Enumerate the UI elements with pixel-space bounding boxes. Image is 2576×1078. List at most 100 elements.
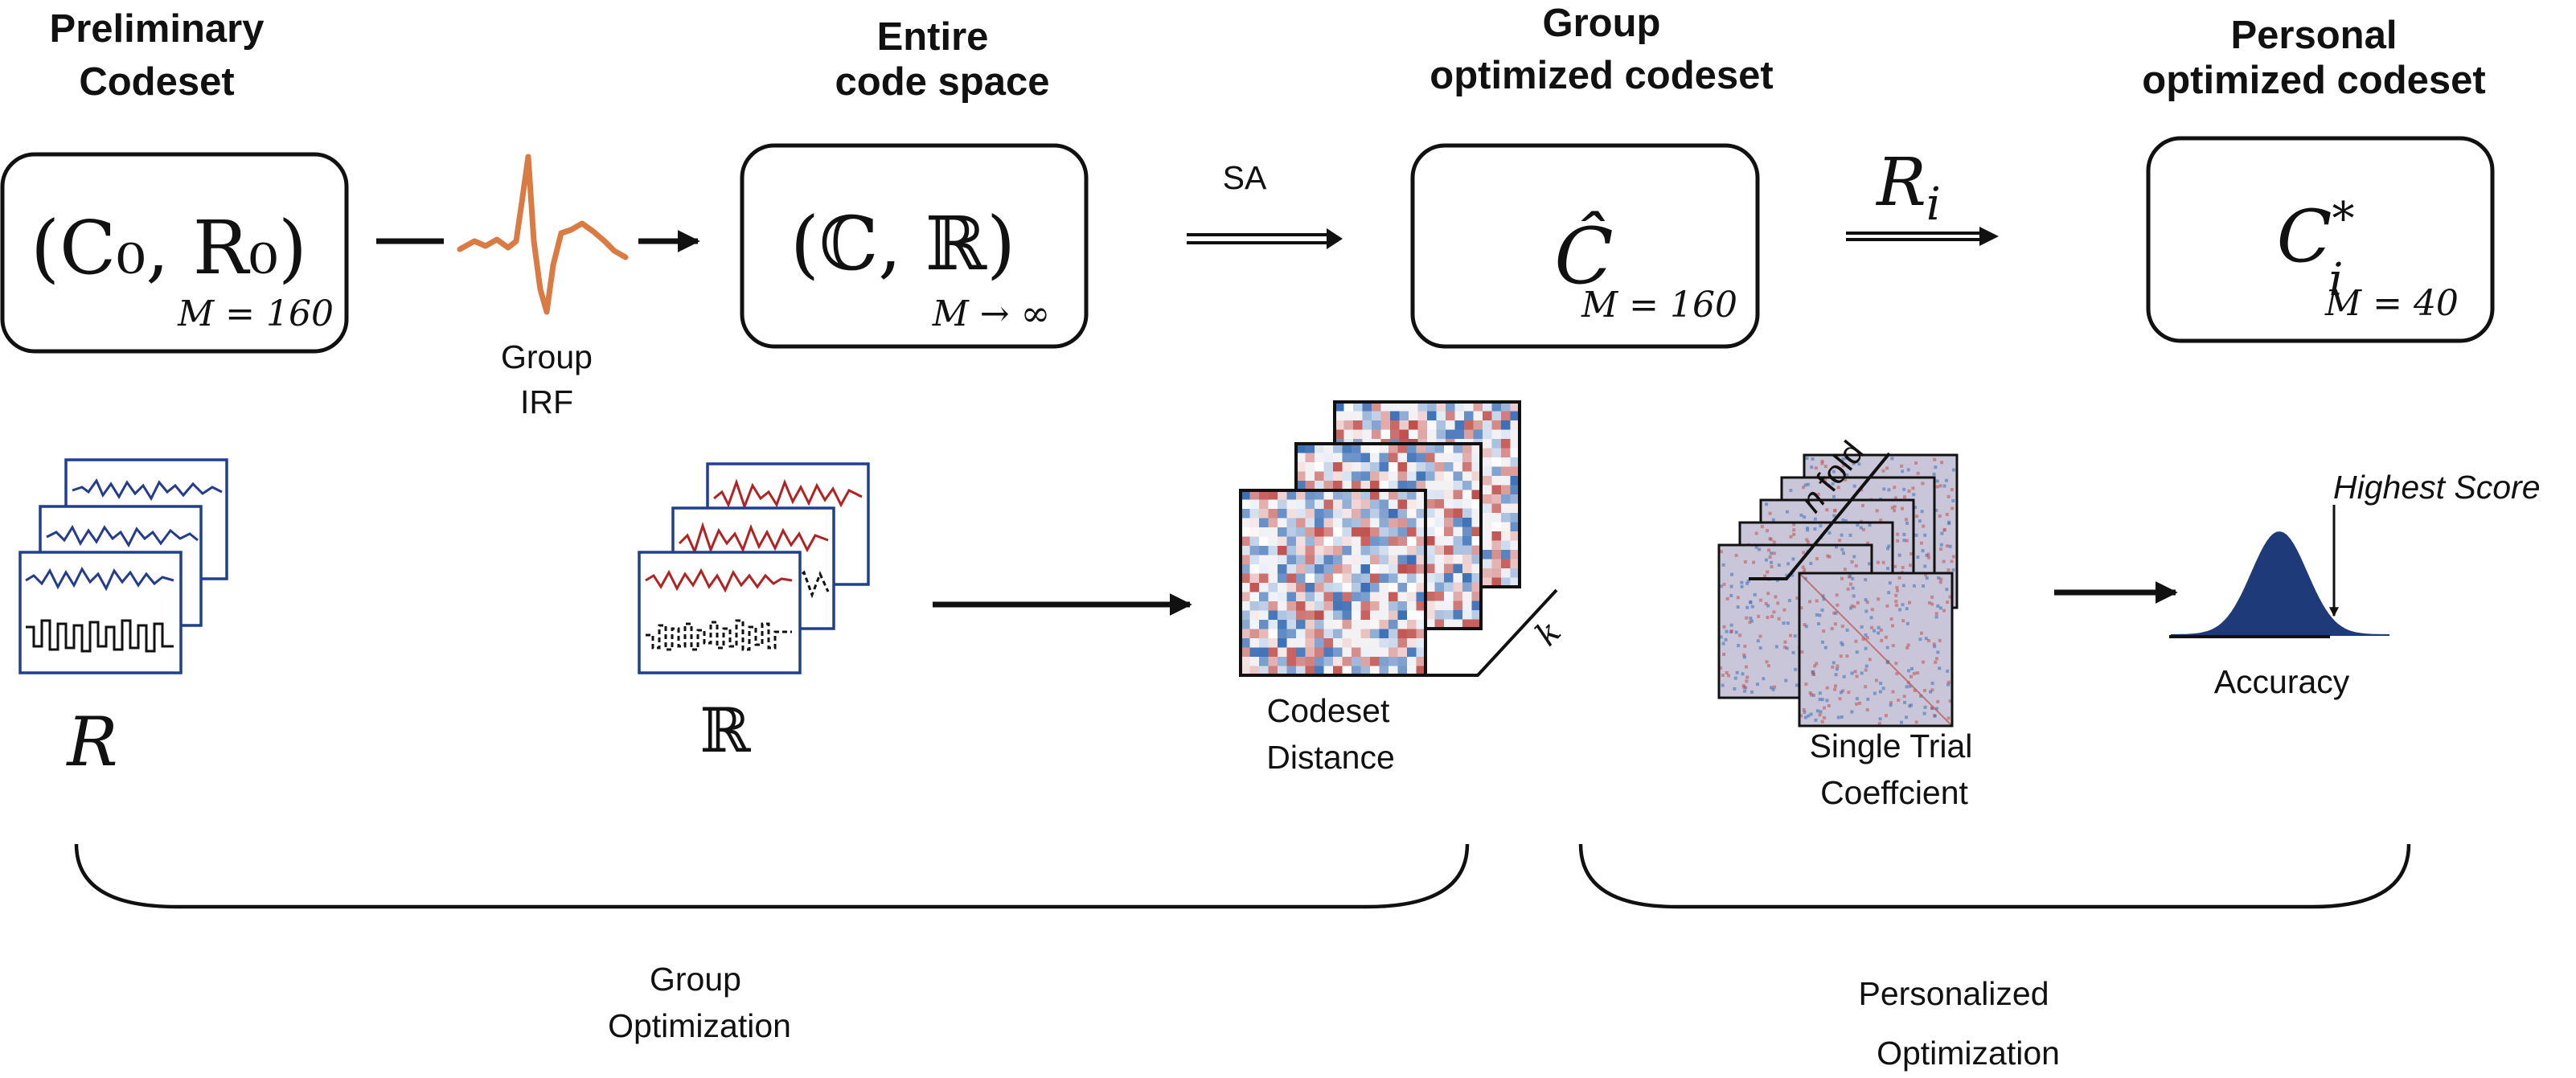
matrix-cell xyxy=(1483,439,1492,449)
matrix-cell xyxy=(1407,527,1417,537)
heading-entire-code-space: Entire code space xyxy=(835,15,1050,104)
coefficient-speckle xyxy=(1905,621,1909,625)
matrix-cell xyxy=(1315,620,1324,629)
matrix-cell xyxy=(1352,527,1361,537)
matrix-cell xyxy=(1296,601,1306,611)
heading-preliminary-codeset: Preliminary Codeset xyxy=(50,7,265,104)
matrix-cell xyxy=(1510,577,1520,588)
coefficient-speckle xyxy=(1838,697,1842,701)
matrix-cell xyxy=(1473,411,1483,421)
coefficient-speckle xyxy=(1894,600,1898,604)
matrix-cell xyxy=(1249,573,1260,584)
coefficient-speckle xyxy=(1897,699,1901,703)
matrix-cell xyxy=(1397,555,1408,565)
matrix-cell xyxy=(1259,610,1269,621)
coefficient-speckle xyxy=(1822,629,1826,633)
matrix-cell xyxy=(1471,536,1482,546)
matrix-cell xyxy=(1249,536,1260,547)
size-label-m40: M = 40 xyxy=(2324,283,2459,324)
matrix-cell xyxy=(1249,555,1260,565)
coefficient-speckle xyxy=(1893,496,1897,500)
matrix-cell xyxy=(1286,601,1297,611)
matrix-cell xyxy=(1434,592,1445,601)
matrix-cell xyxy=(1409,420,1418,430)
coefficient-speckle xyxy=(1842,551,1846,555)
matrix-cell xyxy=(1360,564,1371,574)
coefficient-speckle xyxy=(1877,631,1881,635)
coefficient-speckle xyxy=(1803,483,1807,487)
coefficient-speckle xyxy=(1933,457,1937,461)
formula-ci-star-sub: i xyxy=(2328,254,2343,306)
matrix-cell xyxy=(1370,573,1380,584)
matrix-cell xyxy=(1388,666,1398,676)
matrix-cell xyxy=(1360,647,1371,658)
coefficient-speckle xyxy=(1879,519,1883,523)
coefficient-speckle xyxy=(1843,568,1847,572)
matrix-cell xyxy=(1305,592,1315,602)
coefficient-speckle xyxy=(1902,487,1906,491)
matrix-cell xyxy=(1379,536,1389,547)
matrix-cell xyxy=(1370,518,1380,528)
matrix-cell xyxy=(1352,638,1361,648)
coefficient-speckle xyxy=(1742,653,1746,657)
coefficient-speckle xyxy=(1873,629,1877,633)
matrix-cell xyxy=(1471,555,1482,564)
coefficient-speckle xyxy=(1817,621,1821,625)
matrix-cell xyxy=(1249,546,1260,555)
matrix-cell xyxy=(1416,638,1426,648)
matrix-cell xyxy=(1471,462,1482,472)
coefficient-speckle xyxy=(1721,641,1725,646)
matrix-cell xyxy=(1473,429,1483,440)
matrix-cell xyxy=(1388,471,1398,482)
matrix-cell xyxy=(1379,666,1389,676)
matrix-cell xyxy=(1342,657,1352,666)
coefficient-speckle xyxy=(1771,687,1775,691)
matrix-cell xyxy=(1407,481,1417,490)
matrix-cell xyxy=(1462,518,1472,527)
matrix-cell xyxy=(1397,453,1408,463)
matrix-cell xyxy=(1296,527,1306,537)
coefficient-speckle xyxy=(1799,513,1803,517)
coefficient-speckle xyxy=(1744,686,1748,690)
matrix-cell xyxy=(1360,666,1371,676)
coefficient-speckle xyxy=(1840,533,1844,537)
matrix-cell xyxy=(1388,481,1398,490)
matrix-cell xyxy=(1249,509,1260,519)
matrix-cell xyxy=(1434,545,1445,555)
coefficient-speckle xyxy=(1935,485,1939,489)
coefficient-speckle xyxy=(1901,469,1905,473)
matrix-cell xyxy=(1409,429,1418,440)
coefficient-speckle xyxy=(1802,707,1806,711)
coefficient-speckle xyxy=(1844,478,1848,482)
coefficient-speckle xyxy=(1772,551,1776,555)
matrix-cell xyxy=(1491,494,1502,504)
matrix-cell xyxy=(1259,666,1269,676)
coefficient-speckle xyxy=(1827,703,1831,707)
matrix-cell xyxy=(1379,657,1389,666)
coefficient-speckle xyxy=(1767,548,1771,552)
coefficient-speckle xyxy=(1725,629,1729,633)
matrix-cell xyxy=(1342,444,1352,453)
matrix-cell xyxy=(1305,583,1315,592)
coefficient-speckle xyxy=(1951,468,1955,472)
matrix-cell xyxy=(1360,527,1371,537)
coefficient-speckle xyxy=(1907,669,1911,673)
coefficient-speckle xyxy=(1855,650,1859,654)
matrix-cell xyxy=(1278,601,1287,611)
coefficient-speckle xyxy=(1729,593,1733,597)
coefficient-speckle xyxy=(1776,601,1780,605)
matrix-cell xyxy=(1416,527,1426,537)
coefficient-speckle xyxy=(1864,609,1868,613)
matrix-cell xyxy=(1370,583,1380,592)
matrix-cell xyxy=(1259,638,1269,648)
coefficient-speckle xyxy=(1766,592,1770,596)
matrix-cell xyxy=(1510,559,1520,569)
size-label-m-infinity: M → ∞ xyxy=(932,293,1051,334)
coefficient-speckle xyxy=(1927,638,1931,642)
coefficient-speckle xyxy=(1922,524,1926,528)
coefficient-speckle xyxy=(1922,711,1926,715)
coefficient-speckle xyxy=(1745,616,1749,620)
matrix-cell xyxy=(1333,601,1343,611)
formula-c0-r0: (C₀, R₀) xyxy=(31,205,307,291)
matrix-cell xyxy=(1407,509,1417,519)
